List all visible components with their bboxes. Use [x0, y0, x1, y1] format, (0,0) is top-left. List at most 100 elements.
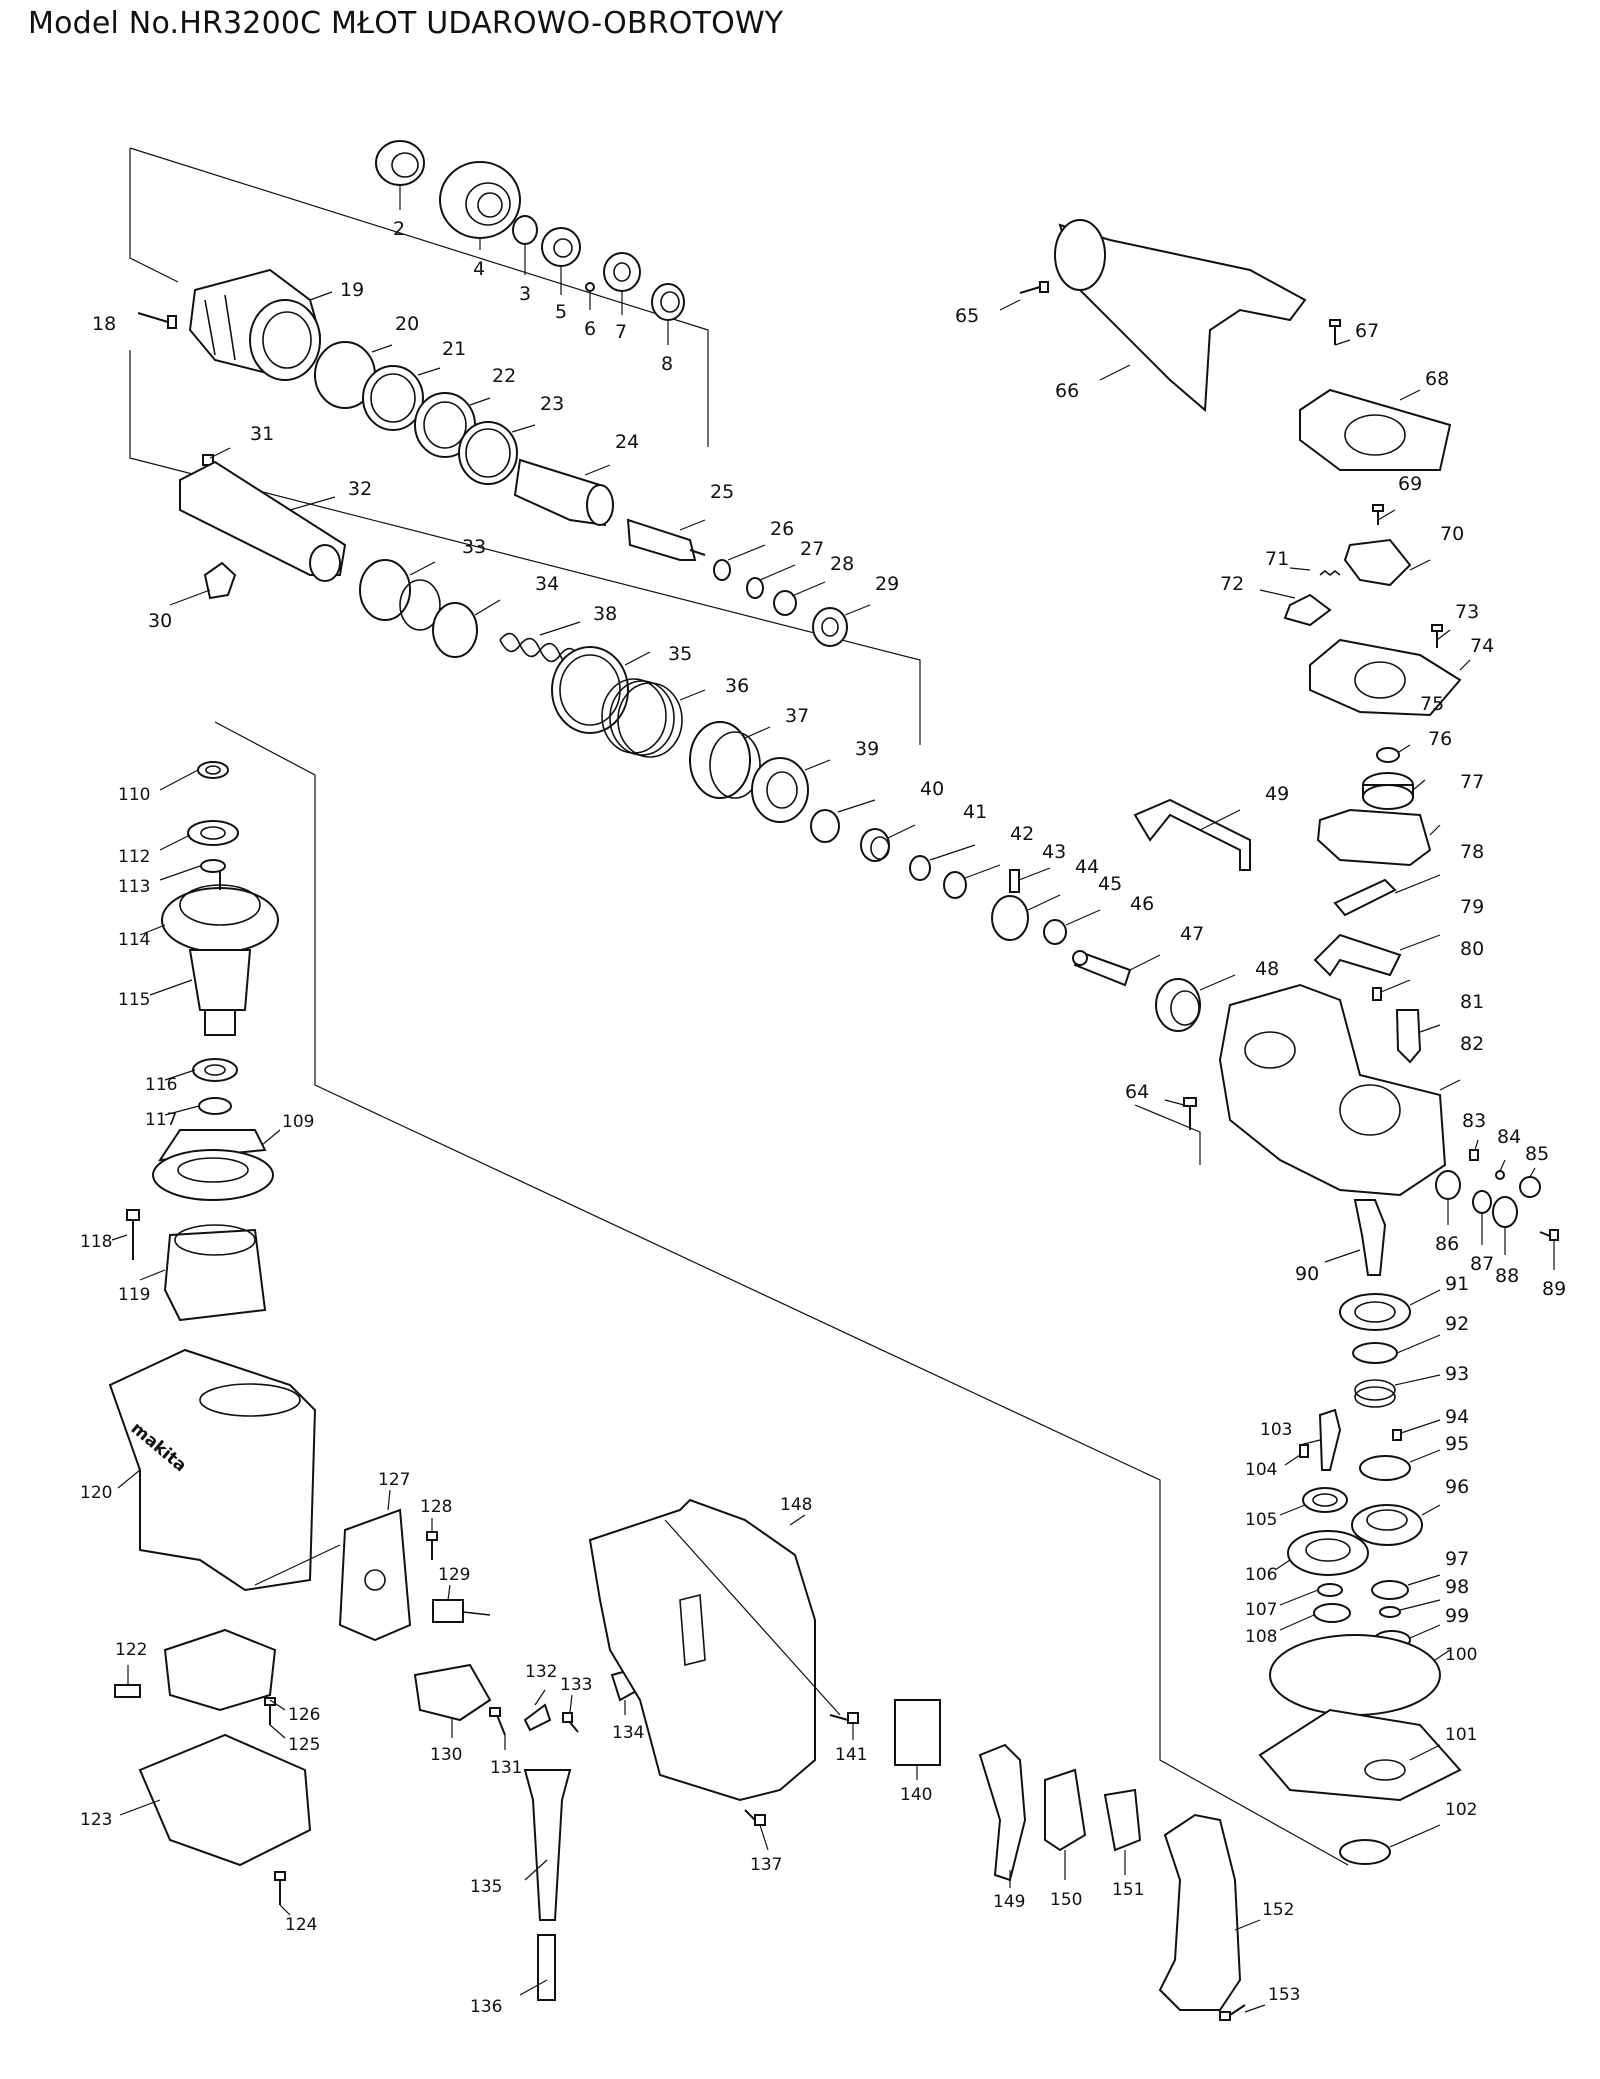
- part-116-bearing: [192, 1058, 238, 1082]
- part-8-sleeve: [651, 283, 685, 321]
- part-39-gear: [751, 757, 809, 823]
- part-42-o-ring: [909, 855, 931, 881]
- part-150-switch: [1044, 1768, 1087, 1852]
- label-5: 5: [555, 301, 567, 323]
- part-118-screw: [126, 1209, 140, 1260]
- label-24: 24: [615, 431, 639, 453]
- part-5-washer: [541, 227, 581, 267]
- label-29: 29: [875, 573, 899, 595]
- part-3-ring: [512, 215, 538, 245]
- label-141: 141: [835, 1745, 867, 1765]
- label-48: 48: [1255, 958, 1279, 980]
- label-6: 6: [584, 318, 596, 340]
- label-123: 123: [80, 1810, 112, 1830]
- label-44: 44: [1075, 856, 1099, 878]
- label-100: 100: [1445, 1645, 1477, 1665]
- label-90: 90: [1295, 1263, 1319, 1285]
- label-71: 71: [1265, 548, 1289, 570]
- part-69-screw: [1372, 504, 1384, 525]
- part-86-gear: [1435, 1170, 1461, 1200]
- part-104-pin: [1299, 1444, 1309, 1458]
- part-128-screw: [426, 1531, 438, 1560]
- part-73-screw: [1431, 624, 1443, 648]
- part-130-switch-bracket: [413, 1663, 492, 1722]
- part-84-ball: [1495, 1170, 1505, 1180]
- label-134: 134: [612, 1723, 644, 1743]
- part-28-ring: [773, 590, 797, 616]
- part-26-o-ring: [713, 559, 731, 581]
- part-92-ring: [1352, 1342, 1398, 1364]
- label-112: 112: [118, 847, 150, 867]
- label-99: 99: [1445, 1605, 1469, 1627]
- label-77: 77: [1460, 771, 1484, 793]
- label-127: 127: [378, 1470, 410, 1490]
- part-107-washer: [1317, 1583, 1343, 1597]
- part-91-bearing: [1339, 1293, 1411, 1331]
- label-3: 3: [519, 283, 531, 305]
- part-70-lever: [1343, 538, 1412, 587]
- label-4: 4: [473, 258, 485, 280]
- label-89: 89: [1542, 1278, 1566, 1300]
- part-37-clutch-cam: [689, 721, 761, 799]
- part-119-field: [163, 1224, 267, 1322]
- part-75-o-ring: [1376, 747, 1400, 763]
- label-129: 129: [438, 1565, 470, 1585]
- label-19: 19: [340, 279, 364, 301]
- label-96: 96: [1445, 1476, 1469, 1498]
- label-103: 103: [1260, 1420, 1292, 1440]
- part-141-screw: [829, 1712, 859, 1724]
- label-105: 105: [1245, 1510, 1277, 1530]
- label-131: 131: [490, 1758, 522, 1778]
- label-109: 109: [282, 1112, 314, 1132]
- label-75: 75: [1420, 693, 1444, 715]
- part-30-plate: [203, 561, 237, 600]
- part-153-screw: [1219, 2004, 1246, 2021]
- label-31: 31: [250, 423, 274, 445]
- label-8: 8: [661, 353, 673, 375]
- label-83: 83: [1462, 1110, 1486, 1132]
- part-96-gear: [1351, 1504, 1423, 1546]
- label-130: 130: [430, 1745, 462, 1765]
- label-38: 38: [593, 603, 617, 625]
- label-23: 23: [540, 393, 564, 415]
- label-69: 69: [1398, 473, 1422, 495]
- label-74: 74: [1470, 635, 1494, 657]
- label-43: 43: [1042, 841, 1066, 863]
- part-18-screw: [137, 312, 177, 329]
- label-66: 66: [1055, 380, 1079, 402]
- label-97: 97: [1445, 1548, 1469, 1570]
- part-105-bearing: [1302, 1487, 1348, 1513]
- label-113: 113: [118, 877, 150, 897]
- part-71-spring: [1319, 569, 1341, 577]
- part-21-ring: [362, 365, 424, 431]
- part-19-barrel-housing: [188, 268, 322, 381]
- part-66-barrel-cover: [1054, 219, 1307, 413]
- part-7-plate: [603, 252, 641, 292]
- label-102: 102: [1445, 1800, 1477, 1820]
- label-85: 85: [1525, 1143, 1549, 1165]
- part-25-striker: [626, 518, 706, 561]
- part-106-gear: [1287, 1530, 1369, 1576]
- part-43-o-ring: [943, 871, 967, 899]
- part-72-button: [1283, 593, 1332, 627]
- label-93: 93: [1445, 1363, 1469, 1385]
- label-110: 110: [118, 785, 150, 805]
- part-64-screw: [1183, 1097, 1197, 1130]
- label-98: 98: [1445, 1576, 1469, 1598]
- label-125: 125: [288, 1735, 320, 1755]
- label-115: 115: [118, 990, 150, 1010]
- label-94: 94: [1445, 1406, 1469, 1428]
- label-18: 18: [92, 313, 116, 335]
- part-148-handle-housing: [588, 1498, 816, 1802]
- label-79: 79: [1460, 896, 1484, 918]
- part-103-spindle: [1318, 1408, 1342, 1471]
- part-83-pin: [1469, 1149, 1479, 1161]
- part-4-chuck-cover: [439, 161, 521, 239]
- part-24-tool-holder: [513, 458, 614, 527]
- label-47: 47: [1180, 923, 1204, 945]
- label-36: 36: [725, 675, 749, 697]
- label-7: 7: [615, 321, 627, 343]
- label-119: 119: [118, 1285, 150, 1305]
- label-151: 151: [1112, 1880, 1144, 1900]
